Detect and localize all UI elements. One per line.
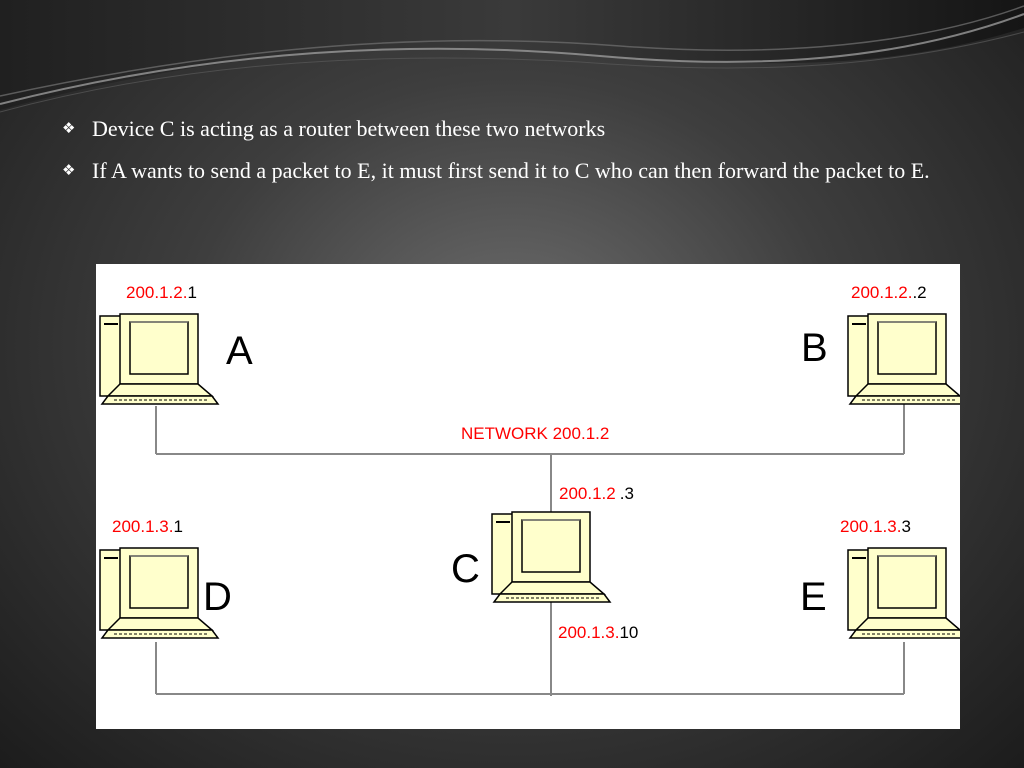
four-diamond-bullet-icon: ❖ — [62, 119, 76, 137]
device-c-address-bottom: 200.1.3.10 — [558, 623, 638, 642]
device-b-address: 200.1.2..2 — [851, 283, 927, 302]
bullet-item: ❖ Device C is acting as a router between… — [62, 112, 962, 145]
network-wiring — [155, 404, 905, 696]
device-e-address: 200.1.3.3 — [840, 517, 911, 536]
bullet-text: Device C is acting as a router between t… — [92, 116, 606, 141]
device-c-address-top: 200.1.2.3 — [559, 484, 634, 503]
decorative-swoosh — [0, 0, 1024, 113]
network-label: NETWORK 200.1.2 — [461, 424, 609, 443]
bullet-item: ❖ If A wants to send a packet to E, it m… — [62, 154, 962, 187]
device-d-label: D — [203, 575, 232, 619]
device-c-label: C — [451, 547, 480, 591]
computer-d-icon — [99, 547, 219, 639]
computer-b-icon — [847, 313, 960, 405]
device-e-label: E — [800, 575, 827, 619]
bullet-text: If A wants to send a packet to E, it mus… — [92, 158, 930, 183]
device-b-label: B — [801, 326, 828, 370]
computer-a-icon — [99, 313, 219, 405]
computer-e-icon — [847, 547, 960, 639]
four-diamond-bullet-icon: ❖ — [62, 161, 76, 179]
bullet-list: ❖ Device C is acting as a router between… — [62, 112, 962, 196]
computer-c-icon — [491, 511, 611, 603]
device-d-address: 200.1.3.1 — [112, 517, 183, 536]
device-a-address: 200.1.2.1 — [126, 283, 197, 302]
network-diagram: A B C D E 200.1.2.1 200.1.2..2 200.1.2.3… — [96, 264, 960, 729]
device-a-label: A — [226, 329, 253, 373]
